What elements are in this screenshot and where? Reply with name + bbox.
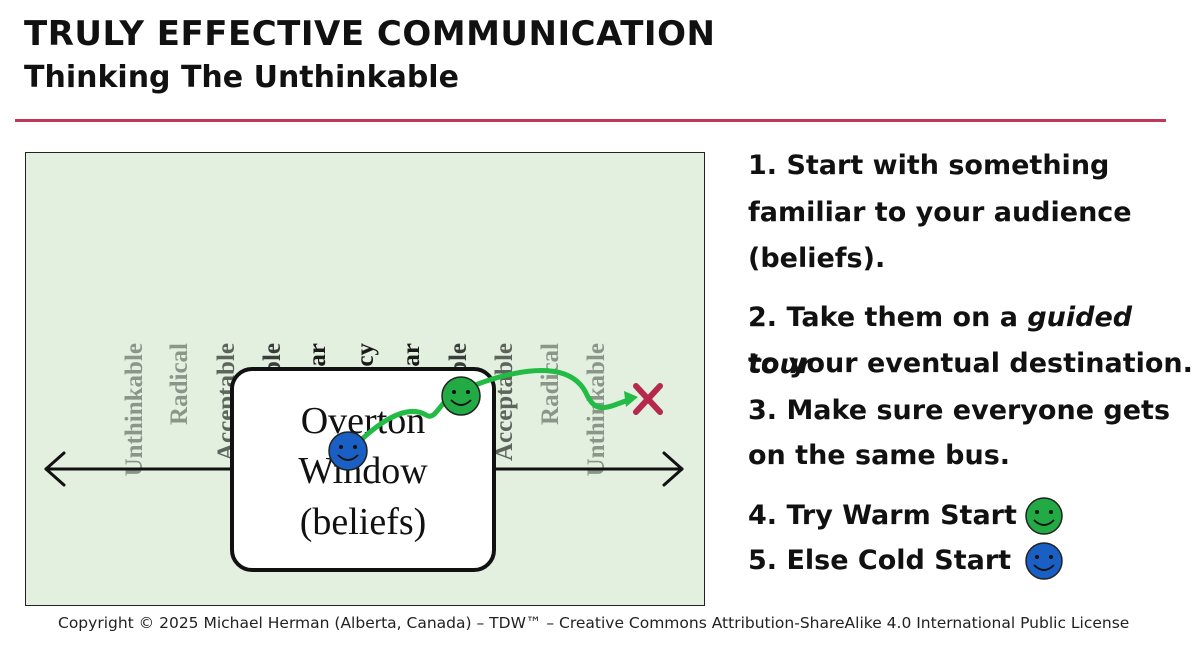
label-unthinkable-left: Unthinkable: [121, 343, 148, 476]
label-radical-left: Radical: [166, 343, 193, 425]
slide-subtitle: Thinking The Unthinkable: [24, 60, 459, 95]
cold-start-face-icon: [328, 431, 368, 471]
point-5: 5. Else Cold Start: [748, 545, 1012, 576]
point-2-line-1: 2. Take them on a guided tour: [748, 294, 1203, 388]
left-arrowhead: [44, 451, 66, 487]
title-divider: [15, 119, 1166, 122]
warm-start-legend-icon: [1025, 497, 1063, 535]
overton-window-diagram: Unthinkable Radical Acceptable Sensible …: [25, 152, 705, 606]
point-1-line-1: 1. Start with something: [748, 150, 1110, 181]
label-radical-right: Radical: [537, 343, 564, 425]
destination-x-icon: [633, 383, 663, 415]
overton-window-box: [230, 367, 496, 572]
label-unthinkable-right: Unthinkable: [583, 343, 610, 476]
right-arrowhead: [662, 451, 684, 487]
warm-start-face-icon: [441, 376, 481, 416]
path-arrowhead: [624, 391, 638, 407]
point-1-line-2: familiar to your audience: [748, 197, 1132, 228]
point-4: 4. Try Warm Start: [748, 500, 1017, 531]
copyright-footer: Copyright © 2025 Michael Herman (Alberta…: [58, 614, 1130, 632]
point-3-line-1: 3. Make sure everyone gets: [748, 395, 1171, 426]
spectrum-axis: [44, 451, 684, 487]
point-2-line-2: to your eventual destination.: [748, 348, 1193, 379]
point-3-line-2: on the same bus.: [748, 440, 1011, 471]
window-line-3: (beliefs): [300, 501, 427, 543]
cold-start-legend-icon: [1025, 542, 1063, 580]
point-1-line-3: (beliefs).: [748, 243, 886, 274]
point-2-text: 2. Take them on a: [748, 302, 1028, 333]
point-2-emphasis: guided tour: [748, 302, 1133, 380]
slide-title: TRULY EFFECTIVE COMMUNICATION: [24, 14, 716, 54]
overton-window-text: Overton Window (beliefs): [298, 400, 428, 543]
diagram-canvas: Unthinkable Radical Acceptable Sensible …: [44, 343, 684, 572]
